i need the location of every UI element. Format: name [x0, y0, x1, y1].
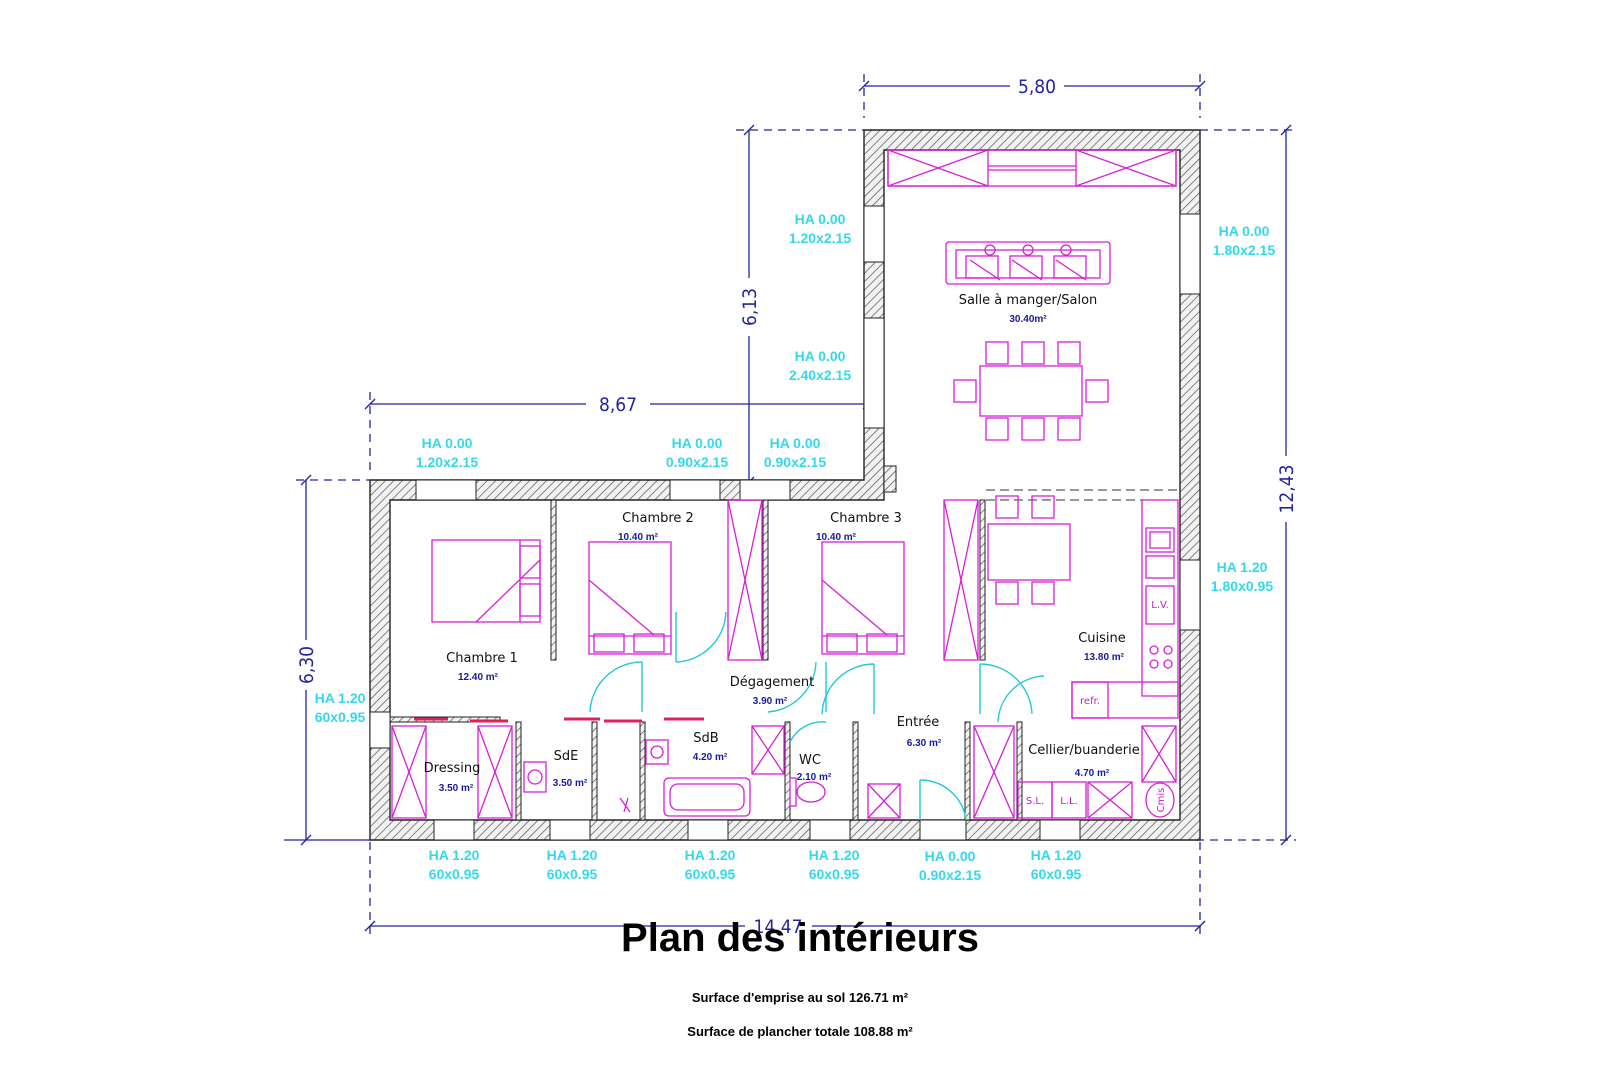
room-chambre2-area: 10.40 m²: [618, 532, 659, 543]
opening-south-3-ha: HA 1.20: [685, 847, 736, 863]
bed-chambre1-icon: [431, 539, 541, 623]
bay-window-icon: [887, 149, 1177, 187]
room-cuisine-name: Cuisine: [1078, 631, 1126, 646]
dimension-top-width: 5,80: [1018, 76, 1056, 98]
refrigerator-label: refr.: [1080, 696, 1100, 707]
room-salon-area: 30.40m²: [1009, 314, 1047, 325]
room-sde-name: SdE: [554, 749, 579, 764]
opening-south-1-size: 60x0.95: [429, 866, 480, 882]
dining-table-icon: [953, 341, 1109, 441]
bathroom-fixtures-icon: [523, 739, 826, 817]
bed-chambre3-icon: [821, 541, 905, 655]
kitchen-table-icon: [987, 495, 1071, 605]
room-chambre1-name: Chambre 1: [446, 651, 518, 666]
room-chambre1-area: 12.40 m²: [458, 672, 499, 683]
opening-south-3-size: 60x0.95: [685, 866, 736, 882]
seche-linge-label: S.L.: [1026, 796, 1044, 807]
room-salon-name: Salle à manger/Salon: [959, 293, 1098, 308]
room-wc-name: WC: [799, 753, 821, 768]
lavabo-label: L.V.: [1151, 600, 1168, 611]
room-chambre2-name: Chambre 2: [622, 511, 694, 526]
opening-south-door-ha: HA 0.00: [925, 848, 976, 864]
opening-south-5-ha: HA 1.20: [1031, 847, 1082, 863]
dimension-bottom-width: 14,47: [754, 916, 803, 938]
room-chambre3-area: 10.40 m²: [816, 532, 857, 543]
room-degagement-area: 3.90 m²: [753, 696, 788, 707]
opening-salon-right-ha: HA 0.00: [1219, 223, 1270, 239]
opening-salon-left-bottom-ha: HA 0.00: [795, 348, 846, 364]
opening-north-2-size: 0.90x2.15: [666, 454, 728, 470]
opening-north-3-ha: HA 0.00: [770, 435, 821, 451]
opening-south-1-ha: HA 1.20: [429, 847, 480, 863]
room-cellier-area: 4.70 m²: [1075, 768, 1110, 779]
opening-east-kitchen-ha: HA 1.20: [1217, 559, 1268, 575]
room-entree-area: 6.30 m²: [907, 738, 942, 749]
sofa-icon: [945, 241, 1111, 285]
interior-walls: [389, 465, 1023, 821]
opening-salon-left-top-ha: HA 0.00: [795, 211, 846, 227]
room-dressing-area: 3.50 m²: [439, 783, 474, 794]
opening-salon-left-top-size: 1.20x2.15: [789, 230, 851, 246]
opening-salon-left-bottom-size: 2.40x2.15: [789, 367, 851, 383]
furniture: [391, 149, 1179, 819]
wardrobe-icons: [391, 499, 1177, 819]
room-labels: Salle à manger/Salon 30.40m² Chambre 1 1…: [424, 293, 1140, 794]
opening-south-4-size: 60x0.95: [809, 866, 860, 882]
opening-south-4-ha: HA 1.20: [809, 847, 860, 863]
room-cellier-name: Cellier/buanderie: [1028, 743, 1140, 758]
opening-west-size: 60x0.95: [315, 709, 366, 725]
opening-labels: HA 0.00 1.20x2.15 HA 0.00 2.40x2.15 HA 0…: [315, 211, 1276, 883]
kitchen-counter-icon: [1071, 499, 1179, 719]
cumulus-label: Cmis: [1156, 788, 1167, 813]
laundry-fixtures-icon: [1017, 781, 1175, 819]
lave-linge-label: L.L.: [1060, 796, 1078, 807]
opening-north-3-size: 0.90x2.15: [764, 454, 826, 470]
opening-east-kitchen-size: 1.80x0.95: [1211, 578, 1273, 594]
opening-north-2-ha: HA 0.00: [672, 435, 723, 451]
opening-north-1-size: 1.20x2.15: [416, 454, 478, 470]
dimension-upper-height: 6,13: [739, 288, 761, 326]
bed-chambre2-icon: [588, 541, 672, 655]
opening-south-2-ha: HA 1.20: [547, 847, 598, 863]
opening-north-1-ha: HA 0.00: [422, 435, 473, 451]
opening-salon-right-size: 1.80x2.15: [1213, 242, 1275, 258]
dimension-mid-width: 8,67: [599, 394, 637, 416]
room-dressing-name: Dressing: [424, 761, 481, 776]
room-cuisine-area: 13.80 m²: [1084, 652, 1125, 663]
room-sdb-area: 4.20 m²: [693, 752, 728, 763]
surface-plancher: Surface de plancher totale 108.88 m²: [687, 1024, 913, 1039]
dimension-left-height: 6,30: [296, 646, 318, 684]
opening-south-5-size: 60x0.95: [1031, 866, 1082, 882]
room-sdb-name: SdB: [693, 731, 718, 746]
door-swings: [589, 611, 1045, 821]
opening-south-2-size: 60x0.95: [547, 866, 598, 882]
opening-west-ha: HA 1.20: [315, 690, 366, 706]
room-sde-area: 3.50 m²: [553, 778, 588, 789]
window-openings: [369, 205, 1201, 841]
sliding-doors: [414, 717, 704, 723]
opening-south-door-size: 0.90x2.15: [919, 867, 981, 883]
dimension-lines: [284, 74, 1296, 936]
surface-emprise: Surface d'emprise au sol 126.71 m²: [691, 990, 909, 1005]
room-wc-area: 2.10 m²: [797, 772, 832, 783]
page-title: Plan des intérieurs: [621, 916, 979, 960]
kitchen-separation: [986, 489, 1180, 501]
dimension-right-height: 12,43: [1276, 465, 1298, 514]
room-chambre3-name: Chambre 3: [830, 511, 902, 526]
room-degagement-name: Dégagement: [730, 675, 814, 690]
room-entree-name: Entrée: [897, 715, 940, 730]
